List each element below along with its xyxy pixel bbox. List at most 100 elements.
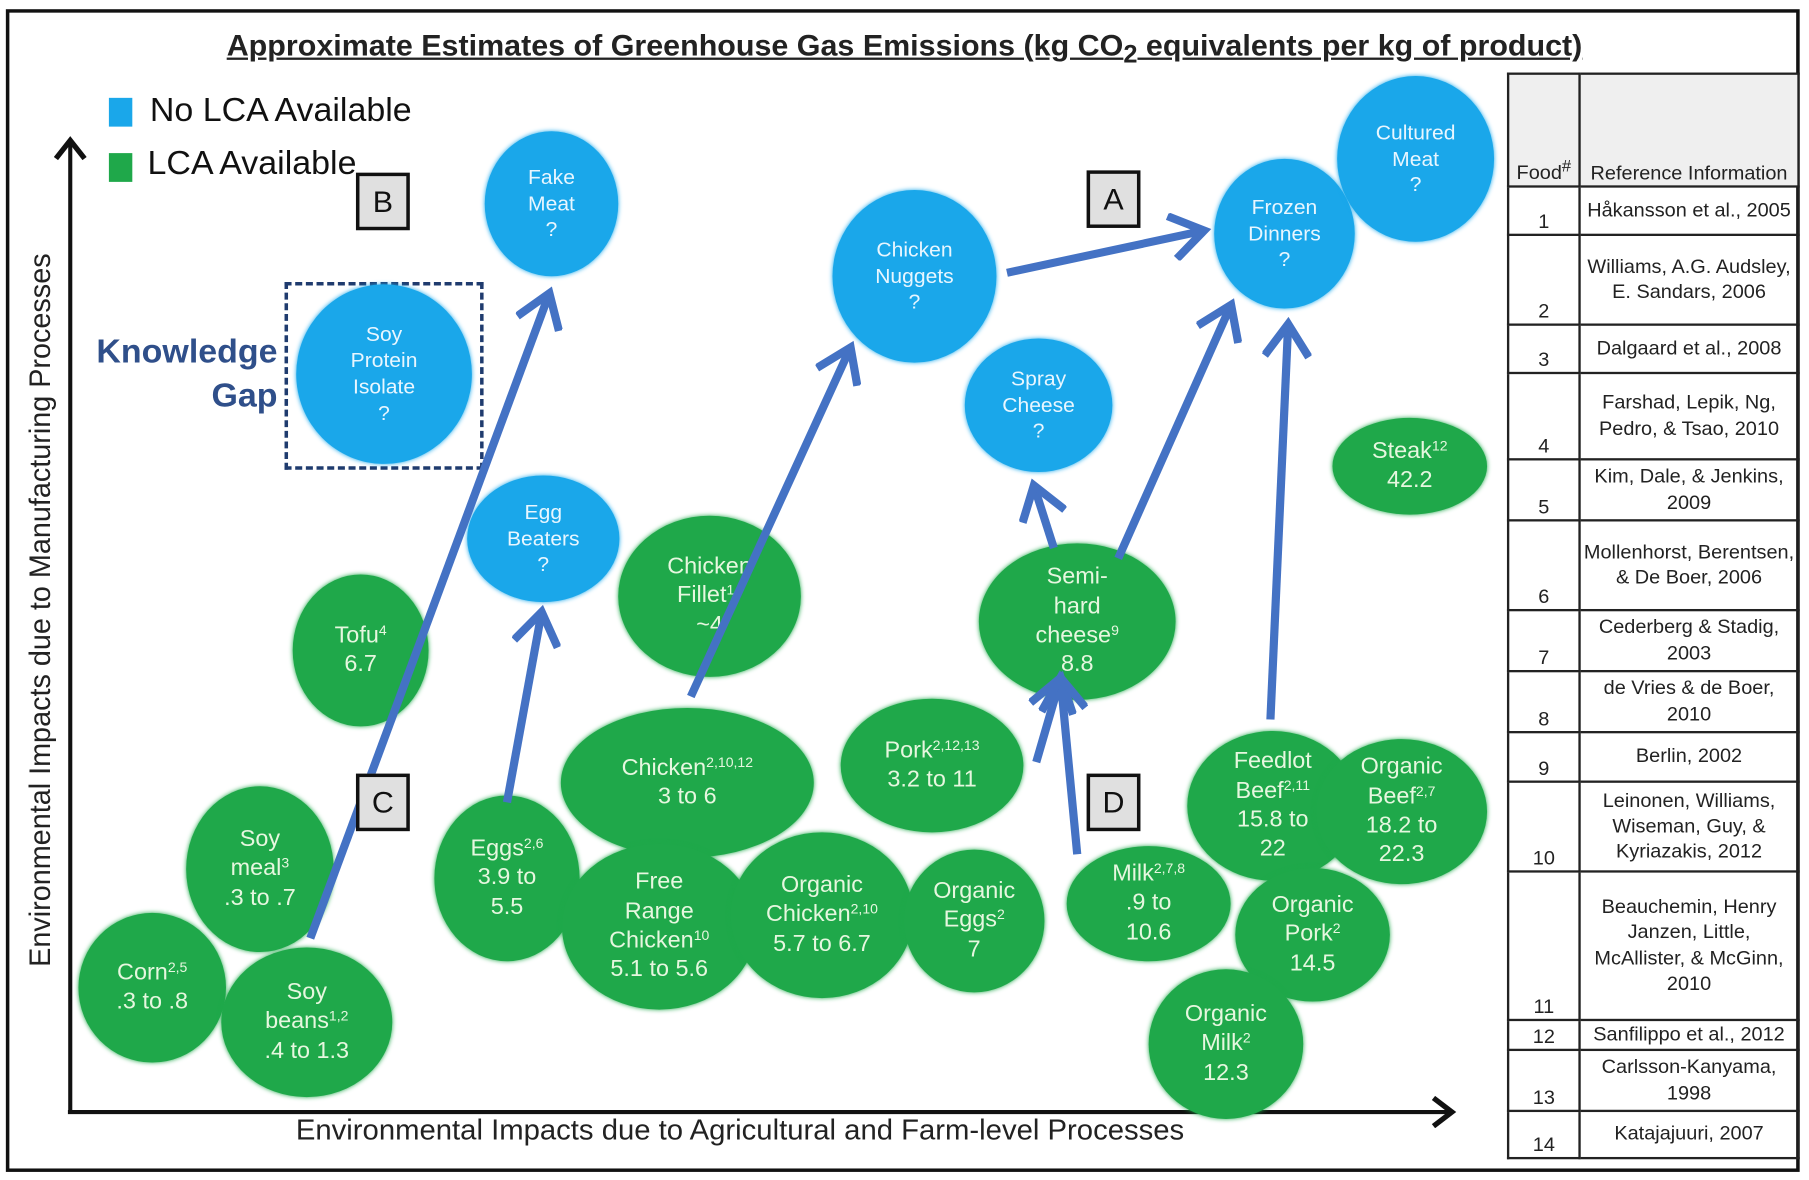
reference-superscript: 9 <box>1111 622 1119 639</box>
bubble-text: Dinners <box>1248 221 1321 245</box>
bubble-text: Chicken <box>667 553 752 579</box>
bubble-text: Organic <box>780 872 863 898</box>
reference-superscript: 2 <box>996 906 1005 923</box>
bubble-line: Milk2,7,8 <box>1112 860 1185 889</box>
legend-label-no-lca: No LCA Available <box>149 92 412 129</box>
bubble-text: Meat <box>1392 146 1440 170</box>
reference-number: 13 <box>1506 1048 1581 1113</box>
bubble-text: Meat <box>528 191 575 215</box>
bubble-line: Fake <box>528 164 575 190</box>
reference-number: 12 <box>1506 1018 1581 1052</box>
reference-superscript: 2 <box>1242 1029 1251 1047</box>
bubble-text: 10.6 <box>1125 919 1172 945</box>
header-food: Food# <box>1506 72 1581 188</box>
bubble-text: Organic <box>1271 892 1354 918</box>
bubble-line: Chicken2,10 <box>766 901 878 930</box>
bubble-text: Milk <box>1201 1030 1243 1056</box>
reference-superscript: 2,7 <box>1415 782 1436 799</box>
bubble-text: Soy <box>365 322 403 346</box>
reference-number: 2 <box>1506 233 1581 326</box>
reference-number: 3 <box>1506 323 1581 375</box>
bubble-text: Beef <box>1367 783 1416 809</box>
letter-box-c: C <box>355 773 410 832</box>
reference-info: Williams, A.G. Audsley, E. Sandars, 2006 <box>1578 233 1800 326</box>
bubble-line: Feedlot <box>1234 747 1312 776</box>
bubble-line: Organic <box>1361 753 1443 782</box>
bubble-line: Soy <box>240 825 280 854</box>
bubble-line: Eggs2 <box>944 906 1005 935</box>
bubble-text: Chicken <box>621 754 707 781</box>
bubble-text: Protein <box>350 348 418 372</box>
bubble-line: Frozen <box>1252 194 1318 220</box>
bubble-text: meal <box>230 855 282 882</box>
blue-arrow <box>1270 328 1288 720</box>
bubble-line: 42.2 <box>1387 466 1433 495</box>
bubble-line: ? <box>1033 418 1045 444</box>
bubble-text: Pork <box>884 737 933 763</box>
bubble-text: Fillet <box>677 582 727 609</box>
reference-superscript: 10 <box>693 927 710 944</box>
bubble-line: Egg <box>525 499 563 525</box>
blue-arrow <box>1036 682 1059 764</box>
bubble-line: .3 to .7 <box>224 884 296 913</box>
reference-info: Cederberg & Stadig, 2003 <box>1578 608 1800 673</box>
bubble-line: 5.1 to 5.6 <box>610 956 708 985</box>
bubble-line: ? <box>546 217 558 243</box>
bubble-line: Dinners <box>1248 221 1321 247</box>
bubble-line: Nuggets <box>875 263 954 289</box>
reference-superscript: 2,12,13 <box>932 736 980 753</box>
reference-superscript: 2,10 <box>850 901 878 918</box>
reference-info: Kim, Dale, & Jenkins, 2009 <box>1578 458 1800 522</box>
bubble-text: 14.5 <box>1289 950 1336 976</box>
legend-swatch-lca <box>108 153 133 182</box>
bubble-text: Chicken <box>876 237 953 261</box>
bubble-line: Semi- <box>1047 563 1108 592</box>
reference-number: 5 <box>1506 458 1581 522</box>
reference-superscript: 12 <box>1431 437 1448 454</box>
bubble-line: Milk2 <box>1201 1030 1250 1059</box>
knowledge-gap-box <box>284 282 484 470</box>
bubble-text: 3 to 6 <box>658 783 717 810</box>
reference-info: Sanfilippo et al., 2012 <box>1578 1018 1800 1052</box>
bubble-text: Milk <box>1112 860 1154 887</box>
bubble-line: .9 to <box>1126 889 1172 918</box>
bubble-line: Pork2,12,13 <box>885 736 980 765</box>
bubble-line: 3.2 to 11 <box>887 766 976 795</box>
bubble-text: Spray <box>1011 366 1067 390</box>
bubble-line: Beaters <box>507 526 580 552</box>
letter-box-b: B <box>355 172 410 231</box>
reference-superscript: 2,7,8 <box>1153 860 1186 877</box>
bubble-line: Pork2 <box>1285 920 1341 949</box>
bubble-line: Chicken10 <box>609 927 709 956</box>
bubble-text: 5.7 to 6.7 <box>773 930 871 957</box>
reference-info: Carlsson-Kanyama, 1998 <box>1578 1048 1800 1113</box>
blue-arrow <box>306 297 548 940</box>
reference-number: 9 <box>1506 731 1581 783</box>
bubble-text: .3 to .7 <box>224 884 296 911</box>
bubble-line: 5.5 <box>491 893 524 922</box>
blue-arrow <box>687 351 849 699</box>
bubble-text: Organic <box>1360 754 1443 780</box>
reference-number: 10 <box>1506 780 1581 873</box>
bubble-text: Organic <box>933 878 1016 904</box>
bubble-text: Cultured <box>1375 120 1456 144</box>
reference-number: 1 <box>1506 185 1581 236</box>
bubble-text: Steak <box>1371 438 1432 464</box>
bubble-line: Chicken <box>667 552 752 581</box>
bubble-line: Steak12 <box>1372 437 1448 466</box>
